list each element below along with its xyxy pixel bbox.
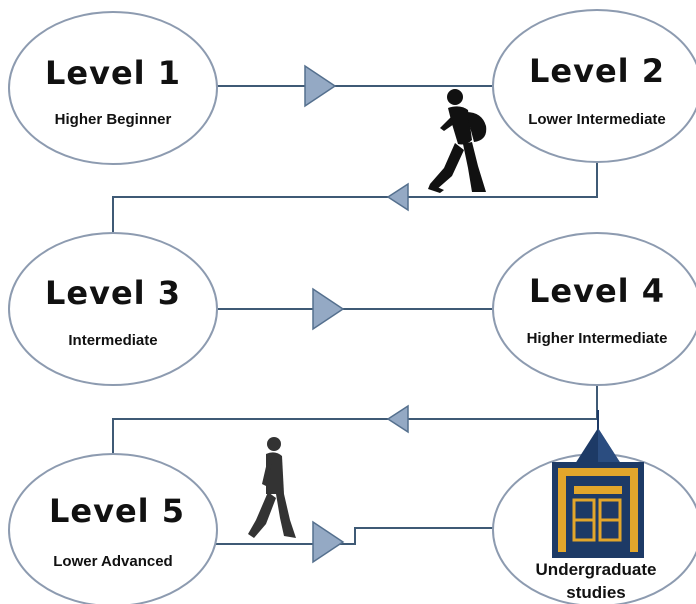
arrow-right-icon [304, 64, 337, 108]
arrows [304, 64, 409, 564]
level-2-node: Level 2 Lower Intermediate [492, 9, 696, 163]
undergraduate-label-line2: studies [566, 583, 626, 602]
arrow-right-icon [312, 287, 345, 331]
walking-person-icon [248, 437, 296, 538]
level-2-subtitle: Lower Intermediate [528, 111, 666, 128]
level-5-subtitle: Lower Advanced [53, 553, 172, 570]
level-5-title: Level 5 [49, 492, 185, 530]
level-1-node: Level 1 Higher Beginner [8, 11, 218, 165]
level-4-title: Level 4 [529, 272, 665, 310]
level-3-node: Level 3 Intermediate [8, 232, 218, 386]
connector-2-3 [112, 158, 598, 232]
level-1-title: Level 1 [45, 54, 181, 92]
level-1-subtitle: Higher Beginner [55, 111, 172, 128]
walking-student-icon [428, 89, 487, 193]
level-5-node: Level 5 Lower Advanced [8, 453, 218, 604]
arrow-left-icon [386, 182, 409, 212]
undergraduate-label-line1: Undergraduate [536, 560, 657, 579]
arrow-left-icon [386, 404, 409, 434]
level-4-node: Level 4 Higher Intermediate [492, 232, 696, 386]
undergraduate-node: Undergraduate studies [492, 410, 696, 604]
level-3-subtitle: Intermediate [68, 332, 157, 349]
level-3-title: Level 3 [45, 274, 181, 312]
arrow-right-icon [312, 520, 345, 564]
connectors [112, 85, 598, 545]
level-2-title: Level 2 [529, 52, 665, 90]
level-4-subtitle: Higher Intermediate [527, 330, 668, 347]
connector-5-ug [215, 527, 493, 545]
university-tower-icon [552, 410, 644, 558]
connector-4-5 [112, 385, 598, 455]
